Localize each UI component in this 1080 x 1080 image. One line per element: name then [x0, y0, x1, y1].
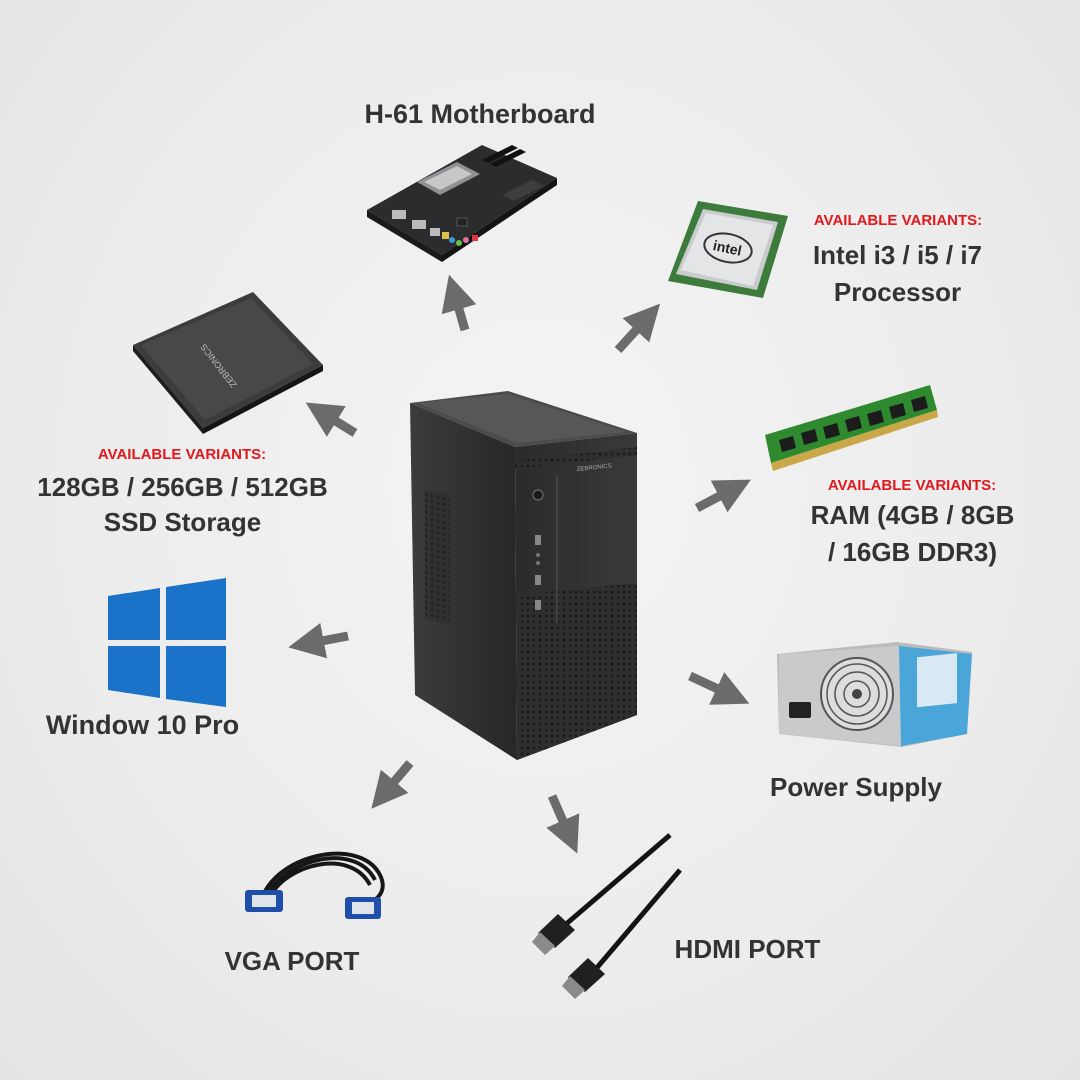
ram-label-line1: RAM (4GB / 8GB [810, 500, 1015, 530]
power-supply-image [777, 642, 972, 747]
windows-label: Window 10 Pro [45, 710, 240, 740]
arrow-to-motherboard [441, 274, 477, 332]
processor-label-line1: Intel i3 / i5 / i7 [812, 240, 983, 270]
ssd-variants-label: AVAILABLE VARIANTS: [97, 446, 267, 463]
vga-port-label: VGA PORT [224, 946, 360, 976]
ram-label-line2: / 16GB DDR3) [827, 537, 998, 567]
processor-image: intel [668, 201, 788, 298]
arrow-to-hdmi [546, 794, 580, 854]
windows-logo-icon [108, 578, 226, 707]
arrow-to-power-supply [688, 671, 750, 705]
ssd-label-line2: SSD Storage [103, 507, 262, 537]
cabinet-brand: ZEBRONICS [577, 463, 612, 473]
ram-variants-label: AVAILABLE VARIANTS: [827, 477, 997, 494]
motherboard-label: H-61 Motherboard [364, 99, 596, 129]
ssd-image: ZEBRONICS [133, 292, 323, 434]
ssd-label-line1: 128GB / 256GB / 512GB [37, 472, 328, 502]
processor-label-line2: Processor [833, 277, 962, 307]
arrow-to-vga [371, 760, 414, 809]
motherboard-image [367, 145, 557, 262]
intel-logo [703, 232, 753, 264]
vga-cable-image [245, 851, 385, 919]
hdmi-port-label: HDMI PORT [674, 934, 821, 964]
pc-cabinet-image: ZEBRONICS [410, 391, 637, 760]
power-supply-label: Power Supply [770, 772, 942, 802]
arrow-to-ssd [305, 402, 358, 437]
ram-image [765, 385, 938, 471]
arrow-to-windows [288, 622, 349, 659]
intel-logo-text: intel [712, 237, 743, 259]
processor-variants-label: AVAILABLE VARIANTS: [813, 212, 983, 229]
arrow-to-ram [694, 479, 751, 513]
arrow-to-processor [614, 303, 661, 354]
hdmi-cable-image [532, 833, 682, 999]
